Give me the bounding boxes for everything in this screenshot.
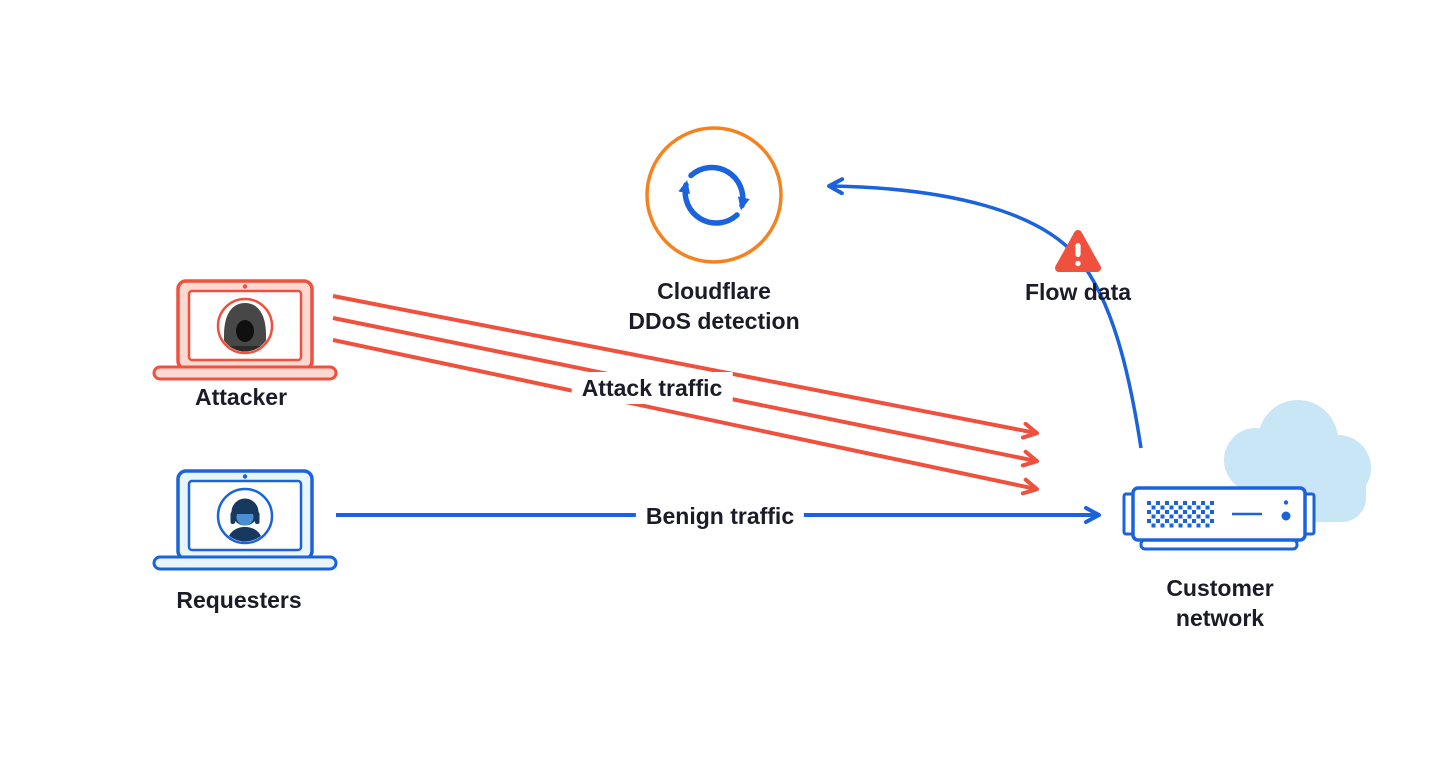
camera-dot (242, 284, 248, 289)
warning-icon (1055, 230, 1101, 272)
requesters-label: Requesters (176, 587, 302, 613)
requesters-laptop-icon (152, 469, 338, 571)
cloud-icon (1224, 400, 1371, 522)
flow-data-arrow (827, 177, 1143, 449)
customer-network-label: Customer network (1166, 575, 1274, 631)
detection-ring (645, 126, 783, 264)
sync-icon (678, 164, 750, 226)
cloudflare-label: Cloudflare DDoS detection (628, 278, 800, 334)
camera-dot (242, 474, 248, 479)
customer-network-icon (1122, 400, 1371, 551)
flow-data-label: Flow data (1024, 279, 1132, 305)
server-icon (1122, 486, 1316, 551)
attacker-label: Attacker (194, 384, 288, 410)
attack-traffic-label: Attack traffic (571, 372, 733, 404)
server-led-grid (1147, 500, 1214, 528)
benign-traffic-label: Benign traffic (635, 500, 805, 532)
cloudflare-ddos-icon (645, 126, 783, 264)
attacker-avatar (216, 297, 274, 355)
attacker-laptop-icon (152, 279, 338, 381)
requester-avatar (216, 487, 274, 545)
